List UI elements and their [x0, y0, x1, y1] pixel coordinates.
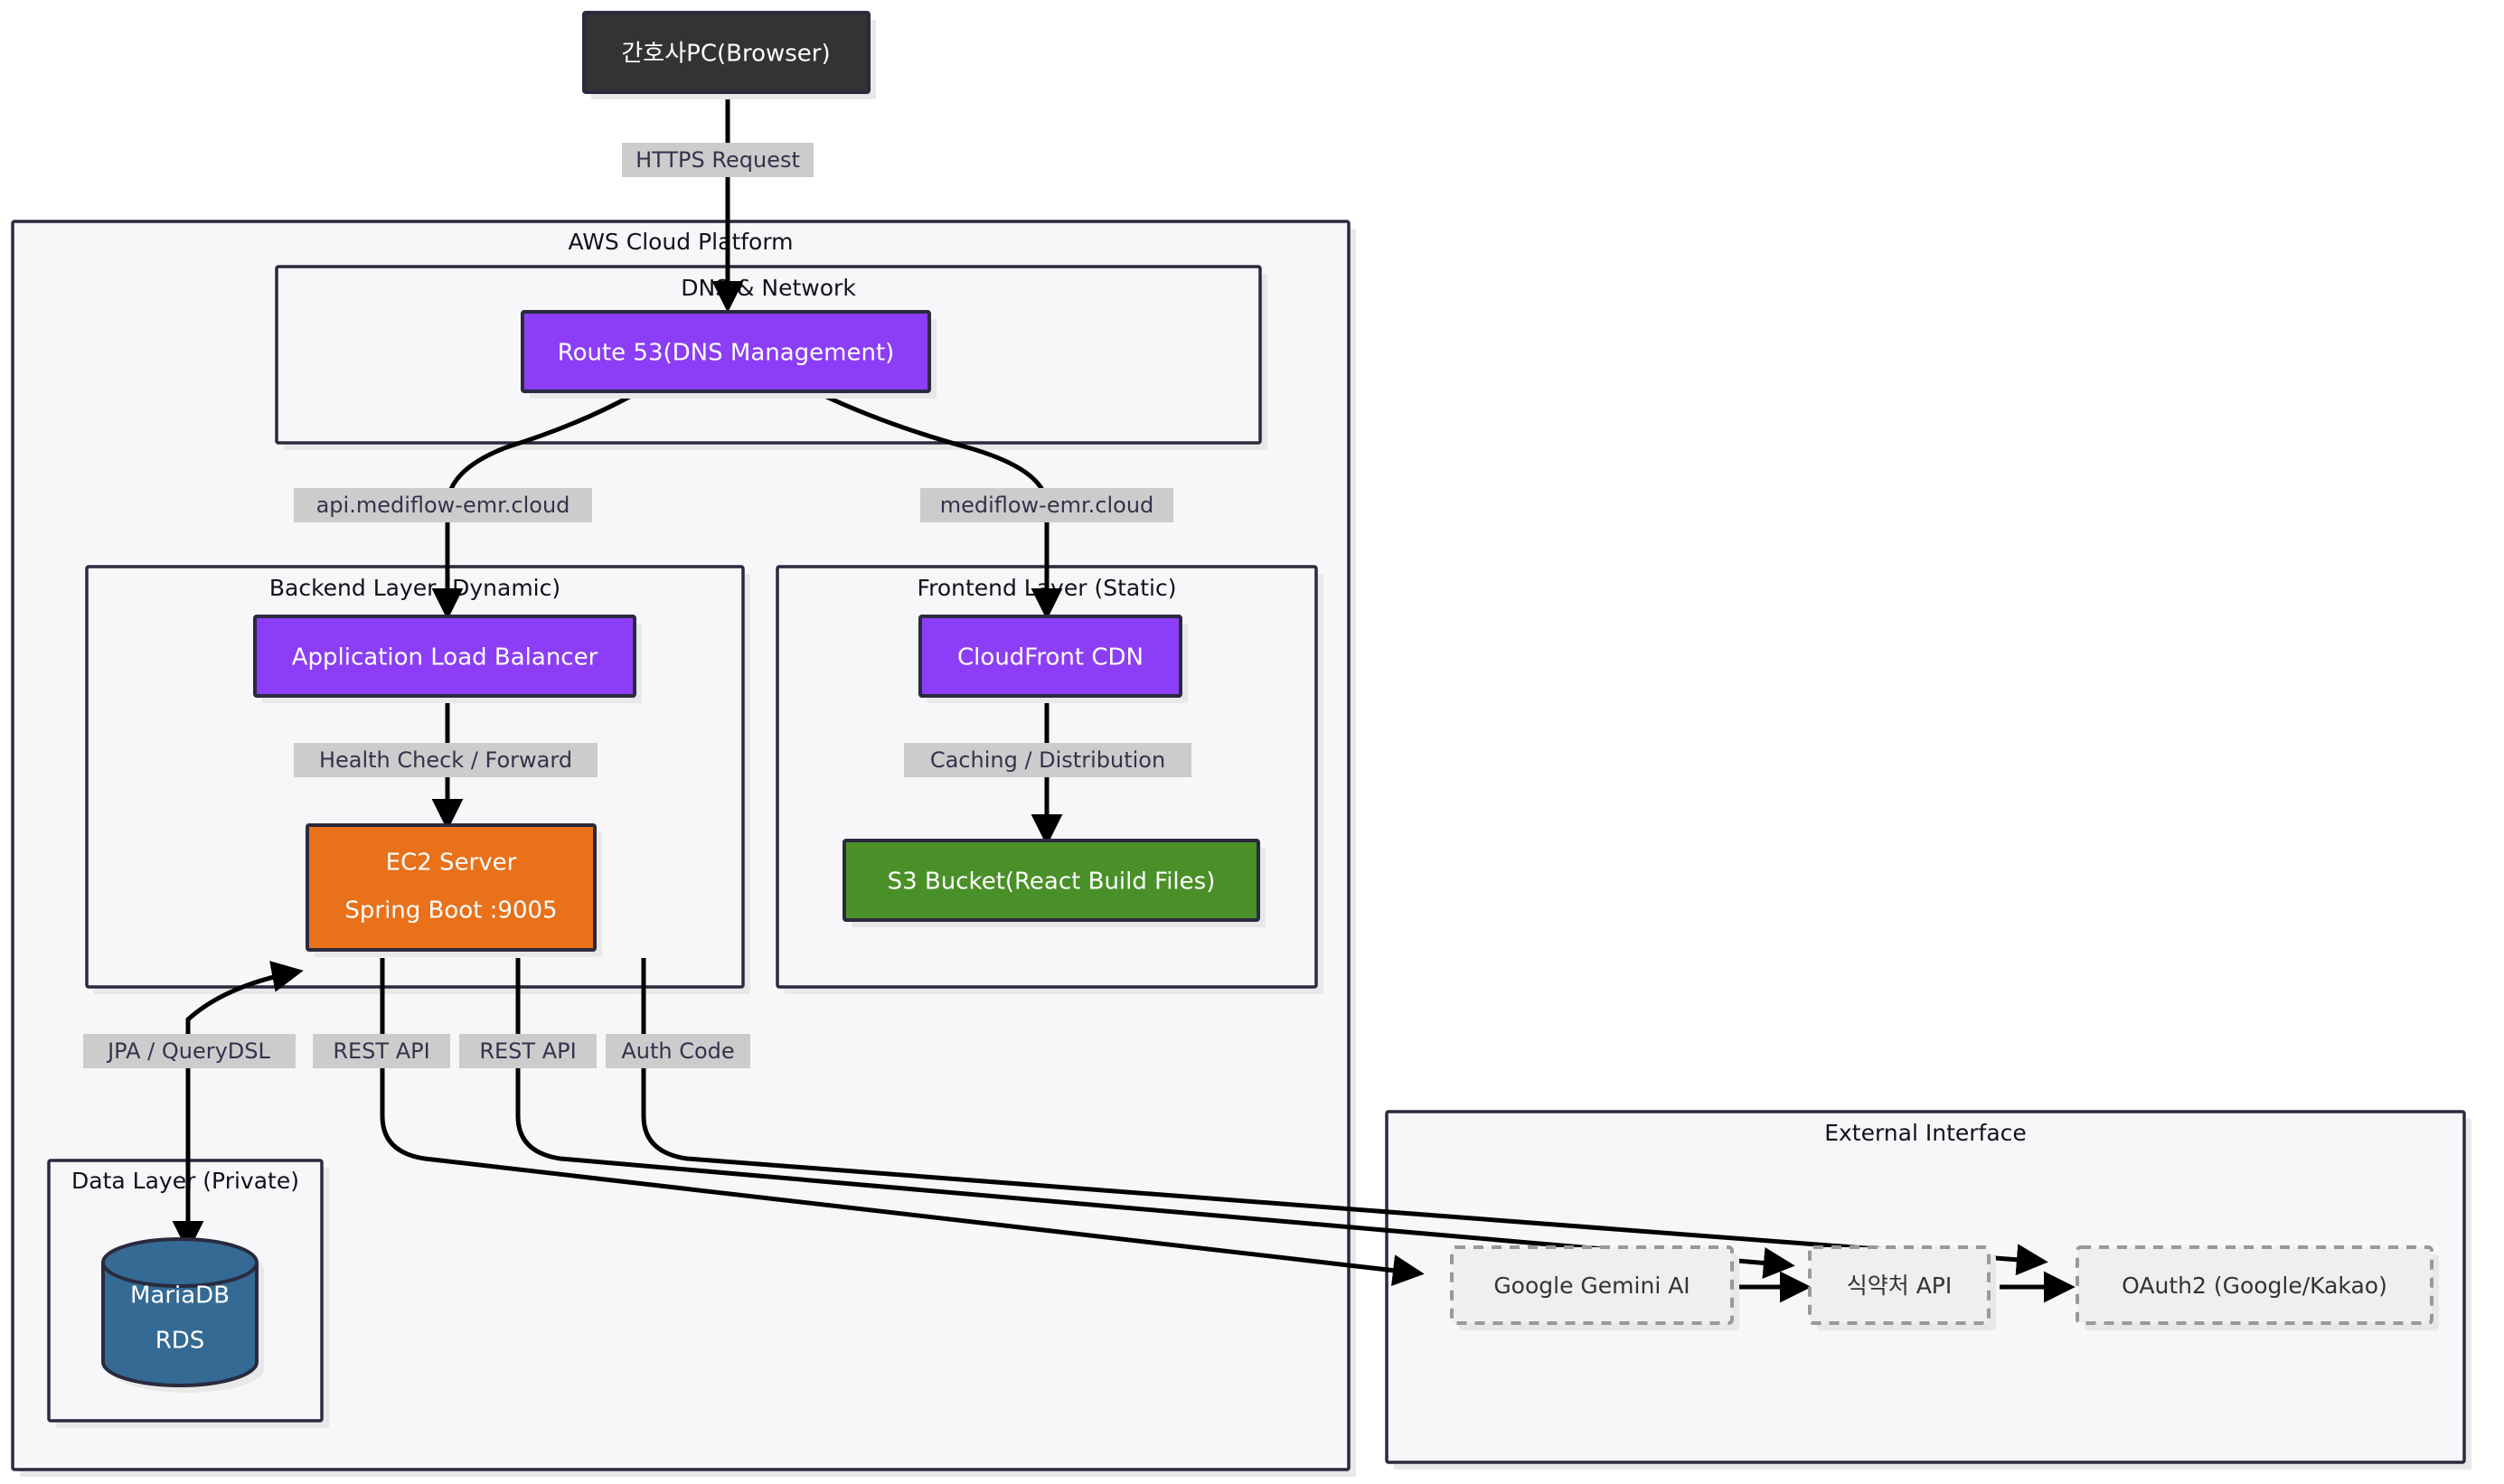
- cluster-label-data: Data Layer (Private): [71, 1168, 299, 1194]
- edge-label-health-check-text: Health Check / Forward: [319, 747, 572, 773]
- node-s3-bucket[interactable]: S3 Bucket(React Build Files): [843, 839, 1266, 927]
- node-browser[interactable]: 간호사PC(Browser): [582, 11, 876, 99]
- edge-label-rest-api-2-text: REST API: [479, 1038, 576, 1064]
- edge-ec2-to-gemini: [380, 958, 1425, 1287]
- edge-ec2-to-oauth: [641, 958, 2048, 1276]
- node-application-load-balancer[interactable]: Application Load Balancer: [253, 615, 642, 703]
- cluster-label-aws: AWS Cloud Platform: [568, 229, 793, 255]
- edge-label-rest-api-2: REST API: [459, 1034, 597, 1068]
- node-route53-label: Route 53(DNS Management): [558, 340, 895, 367]
- cluster-label-external: External Interface: [1824, 1120, 2027, 1146]
- node-mfds-label: 식약처 API: [1847, 1273, 1953, 1299]
- edge-label-auth-code: Auth Code: [606, 1034, 750, 1068]
- node-oauth2[interactable]: OAuth2 (Google/Kakao): [2076, 1245, 2439, 1330]
- edge-label-caching-text: Caching / Distribution: [930, 747, 1165, 773]
- node-mariadb-rds[interactable]: MariaDB RDS: [101, 1237, 264, 1393]
- node-mariadb-label-line1: MariaDB: [130, 1282, 230, 1310]
- node-oauth2-label: OAuth2 (Google/Kakao): [2122, 1273, 2387, 1299]
- edge-label-auth-code-text: Auth Code: [621, 1038, 734, 1064]
- edge-label-jpa-querydsl-text: JPA / QueryDSL: [106, 1038, 270, 1064]
- edge-ec2-to-mfds: [515, 958, 1795, 1279]
- node-ec2-label-line2: Spring Boot :9005: [344, 897, 557, 925]
- cluster-label-backend: Backend Layer (Dynamic): [269, 575, 560, 601]
- edge-label-https-request: HTTPS Request: [622, 143, 814, 177]
- edge-label-root-domain-text: mediflow-emr.cloud: [940, 493, 1154, 518]
- cluster-label-dns: DNS & Network: [681, 275, 856, 301]
- node-ec2-label-line1: EC2 Server: [386, 850, 517, 877]
- edge-label-root-domain: mediflow-emr.cloud: [920, 488, 1173, 522]
- node-alb-label: Application Load Balancer: [292, 644, 598, 672]
- node-ec2-server[interactable]: EC2 Server Spring Boot :9005: [306, 823, 602, 957]
- edge-ec2-to-mariadb: [172, 961, 304, 1253]
- edge-label-rest-api-1-text: REST API: [333, 1038, 429, 1064]
- edge-route53-to-cloudfront: [821, 392, 1063, 620]
- node-mfds-api[interactable]: 식약처 API: [1808, 1245, 1996, 1330]
- edge-label-api-domain: api.mediflow-emr.cloud: [294, 488, 592, 522]
- node-route53[interactable]: Route 53(DNS Management): [521, 310, 937, 399]
- edge-label-rest-api-1: REST API: [313, 1034, 450, 1068]
- node-cloudfront-cdn[interactable]: CloudFront CDN: [918, 615, 1188, 703]
- node-browser-label: 간호사PC(Browser): [621, 41, 830, 68]
- edge-label-https-request-text: HTTPS Request: [635, 147, 800, 173]
- node-cloudfront-label: CloudFront CDN: [957, 644, 1144, 672]
- edge-label-health-check: Health Check / Forward: [294, 743, 598, 777]
- edge-label-api-domain-text: api.mediflow-emr.cloud: [316, 493, 570, 518]
- node-google-gemini-ai[interactable]: Google Gemini AI: [1450, 1245, 1739, 1330]
- node-s3-label: S3 Bucket(React Build Files): [888, 869, 1216, 896]
- edge-label-jpa-querydsl: JPA / QueryDSL: [83, 1034, 296, 1068]
- node-gemini-label: Google Gemini AI: [1493, 1273, 1690, 1299]
- edge-label-caching: Caching / Distribution: [904, 743, 1191, 777]
- node-mariadb-label-line2: RDS: [155, 1328, 205, 1355]
